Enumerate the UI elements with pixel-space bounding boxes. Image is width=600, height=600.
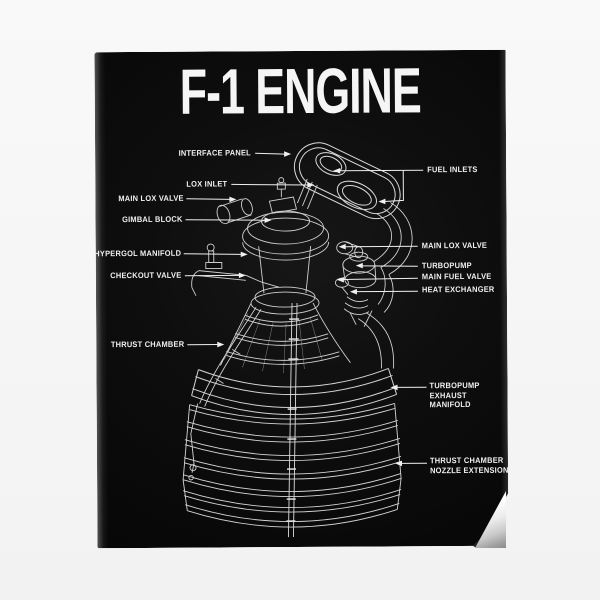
- interface-panel-art: [286, 135, 408, 227]
- label-line: MANIFOLD: [429, 399, 471, 410]
- callout-label-thrust-chamber: THRUST CHAMBER: [110, 339, 185, 350]
- callout-label-main-lox-valve-left: MAIN LOX VALVE: [117, 193, 184, 204]
- exhaust-manifold-art: [191, 368, 396, 415]
- center-pipe-art: [285, 303, 300, 537]
- callout-arrows: [216, 151, 402, 468]
- callout-label-main-fuel-valve: MAIN FUEL VALVE: [421, 271, 492, 282]
- callout-label-hypergol-manifold: HYPERGOL MANIFOLD: [93, 248, 181, 259]
- callout-label-checkout-valve: CHECKOUT VALVE: [110, 270, 182, 281]
- label-line: NOZZLE EXTENSION: [430, 465, 509, 475]
- callout-label-lox-inlet: LOX INLET: [186, 179, 228, 189]
- label-line: EXHAUST: [429, 390, 467, 400]
- callout-label-thrust-chamber-nozzle-extension: THRUST CHAMBER NOZZLE EXTENSION: [430, 456, 509, 475]
- callout-lines: [183, 152, 427, 464]
- nozzle-extension-art: [183, 402, 402, 527]
- label-line: THRUST CHAMBER: [429, 455, 504, 466]
- poster: F-1 ENGINE: [94, 50, 508, 549]
- callout-label-turbopump-exhaust-manifold: TURBOPUMP EXHAUST MANIFOLD: [430, 381, 480, 410]
- thrust-chamber-art: [199, 246, 351, 407]
- engine-diagram: [94, 50, 508, 549]
- callout-label-turbopump: TURBOPUMP: [421, 260, 472, 271]
- callout-label-main-lox-valve-right: MAIN LOX VALVE: [421, 240, 488, 251]
- callout-label-interface-panel: INTERFACE PANEL: [178, 148, 252, 158]
- label-line: TURBOPUMP: [429, 380, 480, 391]
- callout-label-heat-exchanger: HEAT EXCHANGER: [421, 284, 495, 295]
- callout-label-gimbal-block: GIMBAL BLOCK: [121, 214, 183, 225]
- powerhead-art: [191, 177, 413, 370]
- callout-label-fuel-inlets: FUEL INLETS: [427, 164, 478, 175]
